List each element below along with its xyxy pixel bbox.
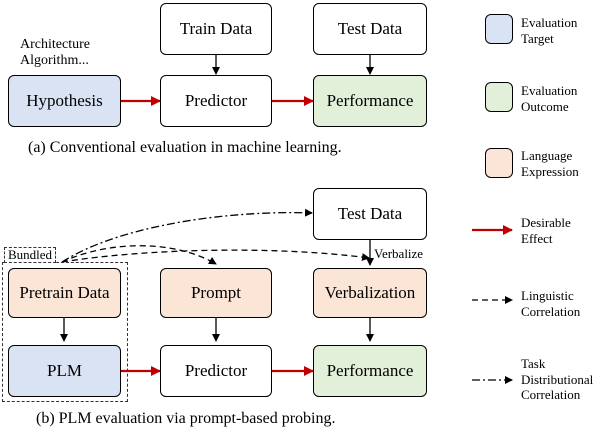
hypothesis-box: Hypothesis [8, 75, 121, 127]
side-note-architecture: Architecture [20, 37, 90, 52]
bundled-to-verbalization-linguistic-arrow [61, 249, 370, 263]
caption-a: (a) Conventional evaluation in machine l… [28, 139, 342, 156]
test-data-box-bottom: Test Data [313, 188, 427, 240]
legend-swatch-language-expression [485, 148, 513, 178]
verbalization-box: Verbalization [313, 268, 427, 318]
predictor-box-top: Predictor [160, 75, 272, 127]
plm-box: PLM [8, 345, 121, 397]
bundled-to-testdata-task-arrow [61, 208, 313, 263]
predictor-box-bottom: Predictor [160, 345, 272, 397]
verbalize-label: Verbalize [374, 246, 424, 261]
legend-swatch-evaluation-outcome [485, 82, 513, 112]
prompt-box: Prompt [160, 268, 272, 318]
train-data-box: Train Data [160, 3, 272, 55]
side-note-algorithm: Algorithm... [20, 53, 89, 68]
performance-box-top: Performance [313, 75, 427, 127]
bundled-to-prompt-linguistic-arrow [61, 245, 217, 265]
performance-box-bottom: Performance [313, 345, 427, 397]
bundled-group-outline [2, 262, 128, 402]
pretrain-data-box: Pretrain Data [8, 268, 121, 318]
bundled-label: Bundled [4, 247, 57, 264]
legend-swatch-evaluation-target [485, 14, 513, 44]
caption-b: (b) PLM evaluation via prompt-based prob… [36, 410, 336, 427]
test-data-box-top: Test Data [313, 3, 427, 55]
